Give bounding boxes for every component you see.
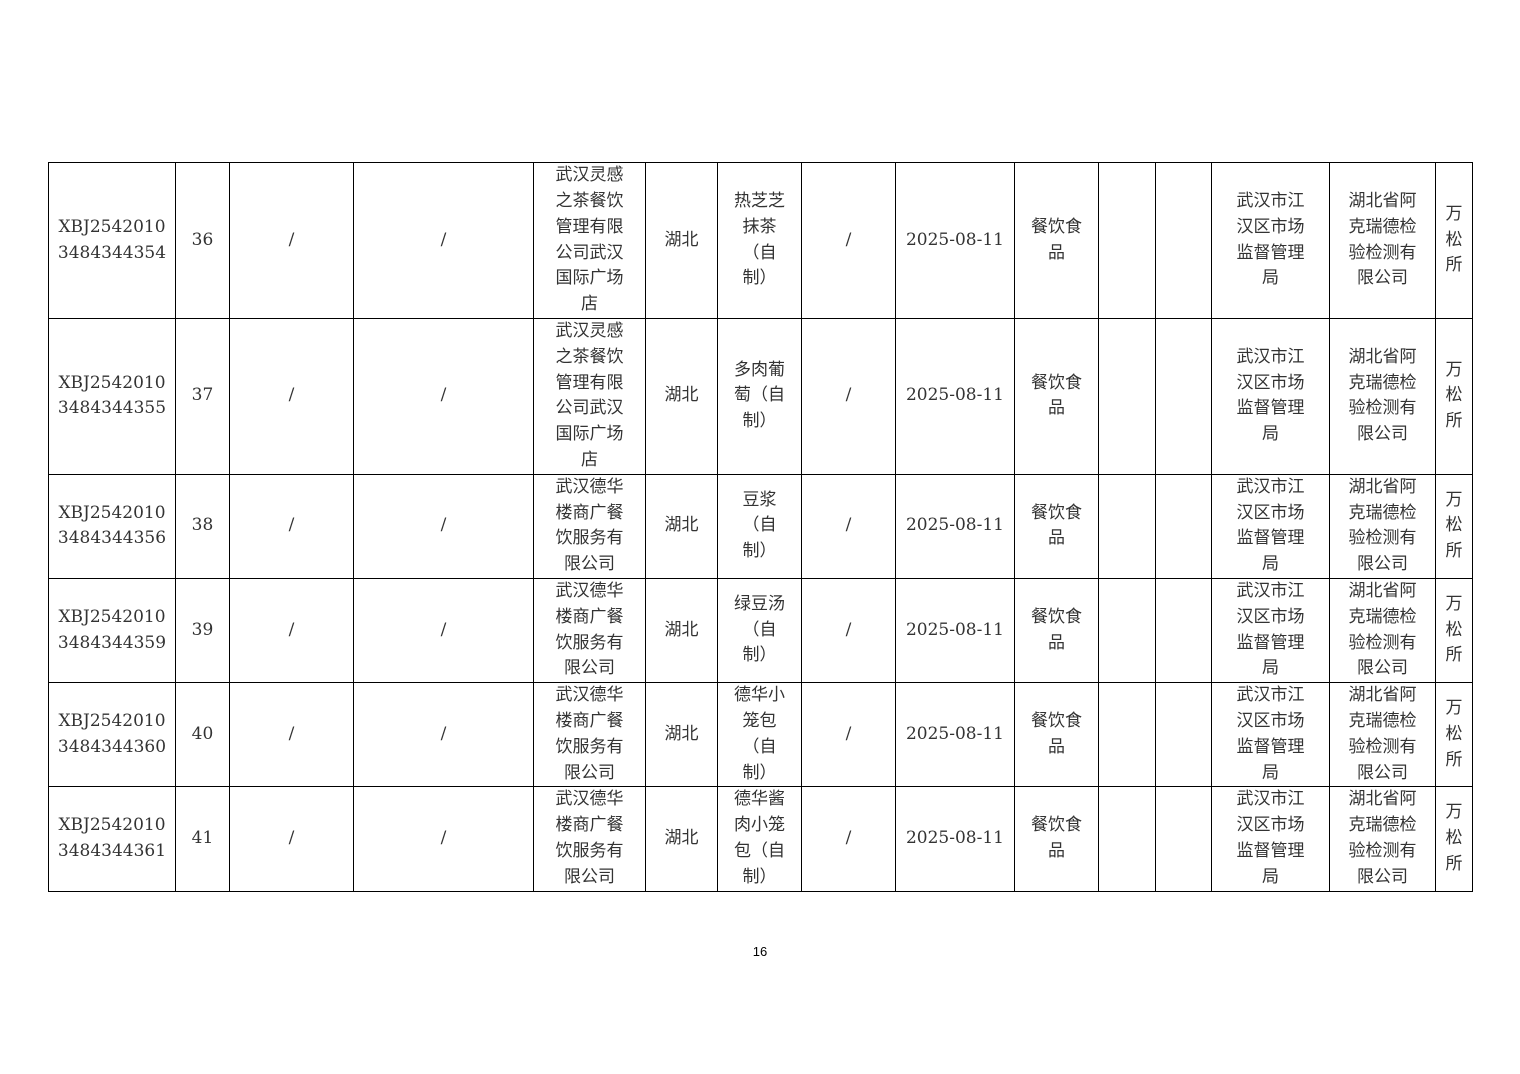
row-number-cell: 41 <box>175 786 230 892</box>
sampled-company-cell: 武汉德华 楼商广餐 饮服务有 限公司 <box>533 786 646 892</box>
food-category-cell: 餐饮食 品 <box>1014 577 1099 684</box>
sample-code-cell: XBJ2542010 3484344354 <box>48 162 176 319</box>
testing-lab-cell: 湖北省阿 克瑞德检 验检测有 限公司 <box>1329 162 1436 319</box>
task-agency-cell: 武汉市江 汉区市场 监督管理 局 <box>1211 473 1330 579</box>
product-name-cell: 热芝芝 抹茶 （自 制） <box>717 162 802 319</box>
food-category-cell: 餐饮食 品 <box>1014 682 1099 788</box>
sampled-company-cell: 武汉德华 楼商广餐 饮服务有 限公司 <box>533 577 646 684</box>
empty-cell-cell <box>1155 473 1212 579</box>
sampled-company-cell: 武汉德华 楼商广餐 饮服务有 限公司 <box>533 473 646 579</box>
label-mark-cell: / <box>229 473 354 579</box>
empty-cell-cell <box>1155 162 1212 319</box>
production-date-cell: 2025-08-11 <box>895 577 1015 684</box>
specification-cell: / <box>801 162 896 319</box>
product-name-cell: 德华酱 肉小笼 包（自 制） <box>717 786 802 892</box>
food-category-cell: 餐饮食 品 <box>1014 786 1099 892</box>
food-category-cell: 餐饮食 品 <box>1014 162 1099 319</box>
food-category-cell: 餐饮食 品 <box>1014 473 1099 579</box>
office-cell: 万 松 所 <box>1435 577 1473 684</box>
manufacturer-address-cell: / <box>353 473 534 579</box>
office-cell: 万 松 所 <box>1435 786 1473 892</box>
production-date-cell: 2025-08-11 <box>895 318 1015 475</box>
specification-cell: / <box>801 473 896 579</box>
production-date-cell: 2025-08-11 <box>895 682 1015 788</box>
manufacturer-address-cell: / <box>353 162 534 319</box>
product-name-cell: 德华小 笼包 （自 制） <box>717 682 802 788</box>
testing-lab-cell: 湖北省阿 克瑞德检 验检测有 限公司 <box>1329 473 1436 579</box>
testing-lab-cell: 湖北省阿 克瑞德检 验检测有 限公司 <box>1329 682 1436 788</box>
office-cell: 万 松 所 <box>1435 318 1473 475</box>
manufacturer-address-cell: / <box>353 318 534 475</box>
office-cell: 万 松 所 <box>1435 162 1473 319</box>
empty-cell-cell <box>1155 318 1212 475</box>
province-cell: 湖北 <box>645 318 718 475</box>
sample-code-cell: XBJ2542010 3484344360 <box>48 682 176 788</box>
province-cell: 湖北 <box>645 786 718 892</box>
row-number-cell: 37 <box>175 318 230 475</box>
row-number-cell: 36 <box>175 162 230 319</box>
specification-cell: / <box>801 577 896 684</box>
row-number-cell: 40 <box>175 682 230 788</box>
empty-cell-cell <box>1098 786 1156 892</box>
food-category-cell: 餐饮食 品 <box>1014 318 1099 475</box>
empty-cell-cell <box>1155 577 1212 684</box>
production-date-cell: 2025-08-11 <box>895 162 1015 319</box>
label-mark-cell: / <box>229 786 354 892</box>
production-date-cell: 2025-08-11 <box>895 786 1015 892</box>
row-number-cell: 39 <box>175 577 230 684</box>
product-name-cell: 多肉葡 萄（自 制） <box>717 318 802 475</box>
row-number-cell: 38 <box>175 473 230 579</box>
manufacturer-address-cell: / <box>353 682 534 788</box>
sample-code-cell: XBJ2542010 3484344361 <box>48 786 176 892</box>
office-cell: 万 松 所 <box>1435 682 1473 788</box>
specification-cell: / <box>801 682 896 788</box>
testing-lab-cell: 湖北省阿 克瑞德检 验检测有 限公司 <box>1329 786 1436 892</box>
sample-code-cell: XBJ2542010 3484344359 <box>48 577 176 684</box>
manufacturer-address-cell: / <box>353 786 534 892</box>
empty-cell-cell <box>1098 162 1156 319</box>
sampled-company-cell: 武汉灵感 之茶餐饮 管理有限 公司武汉 国际广场 店 <box>533 318 646 475</box>
office-cell: 万 松 所 <box>1435 473 1473 579</box>
specification-cell: / <box>801 318 896 475</box>
task-agency-cell: 武汉市江 汉区市场 监督管理 局 <box>1211 318 1330 475</box>
sample-code-cell: XBJ2542010 3484344356 <box>48 473 176 579</box>
product-name-cell: 豆浆 （自 制） <box>717 473 802 579</box>
manufacturer-address-cell: / <box>353 577 534 684</box>
province-cell: 湖北 <box>645 162 718 319</box>
label-mark-cell: / <box>229 162 354 319</box>
province-cell: 湖北 <box>645 682 718 788</box>
product-name-cell: 绿豆汤 （自 制） <box>717 577 802 684</box>
sampled-company-cell: 武汉德华 楼商广餐 饮服务有 限公司 <box>533 682 646 788</box>
page-number: 16 <box>752 944 768 959</box>
task-agency-cell: 武汉市江 汉区市场 监督管理 局 <box>1211 786 1330 892</box>
empty-cell-cell <box>1155 682 1212 788</box>
province-cell: 湖北 <box>645 577 718 684</box>
task-agency-cell: 武汉市江 汉区市场 监督管理 局 <box>1211 682 1330 788</box>
label-mark-cell: / <box>229 577 354 684</box>
testing-lab-cell: 湖北省阿 克瑞德检 验检测有 限公司 <box>1329 318 1436 475</box>
task-agency-cell: 武汉市江 汉区市场 监督管理 局 <box>1211 577 1330 684</box>
specification-cell: / <box>801 786 896 892</box>
sampled-company-cell: 武汉灵感 之茶餐饮 管理有限 公司武汉 国际广场 店 <box>533 162 646 319</box>
label-mark-cell: / <box>229 682 354 788</box>
empty-cell-cell <box>1155 786 1212 892</box>
testing-lab-cell: 湖北省阿 克瑞德检 验检测有 限公司 <box>1329 577 1436 684</box>
sample-code-cell: XBJ2542010 3484344355 <box>48 318 176 475</box>
label-mark-cell: / <box>229 318 354 475</box>
task-agency-cell: 武汉市江 汉区市场 监督管理 局 <box>1211 162 1330 319</box>
empty-cell-cell <box>1098 577 1156 684</box>
production-date-cell: 2025-08-11 <box>895 473 1015 579</box>
empty-cell-cell <box>1098 682 1156 788</box>
empty-cell-cell <box>1098 318 1156 475</box>
province-cell: 湖北 <box>645 473 718 579</box>
empty-cell-cell <box>1098 473 1156 579</box>
